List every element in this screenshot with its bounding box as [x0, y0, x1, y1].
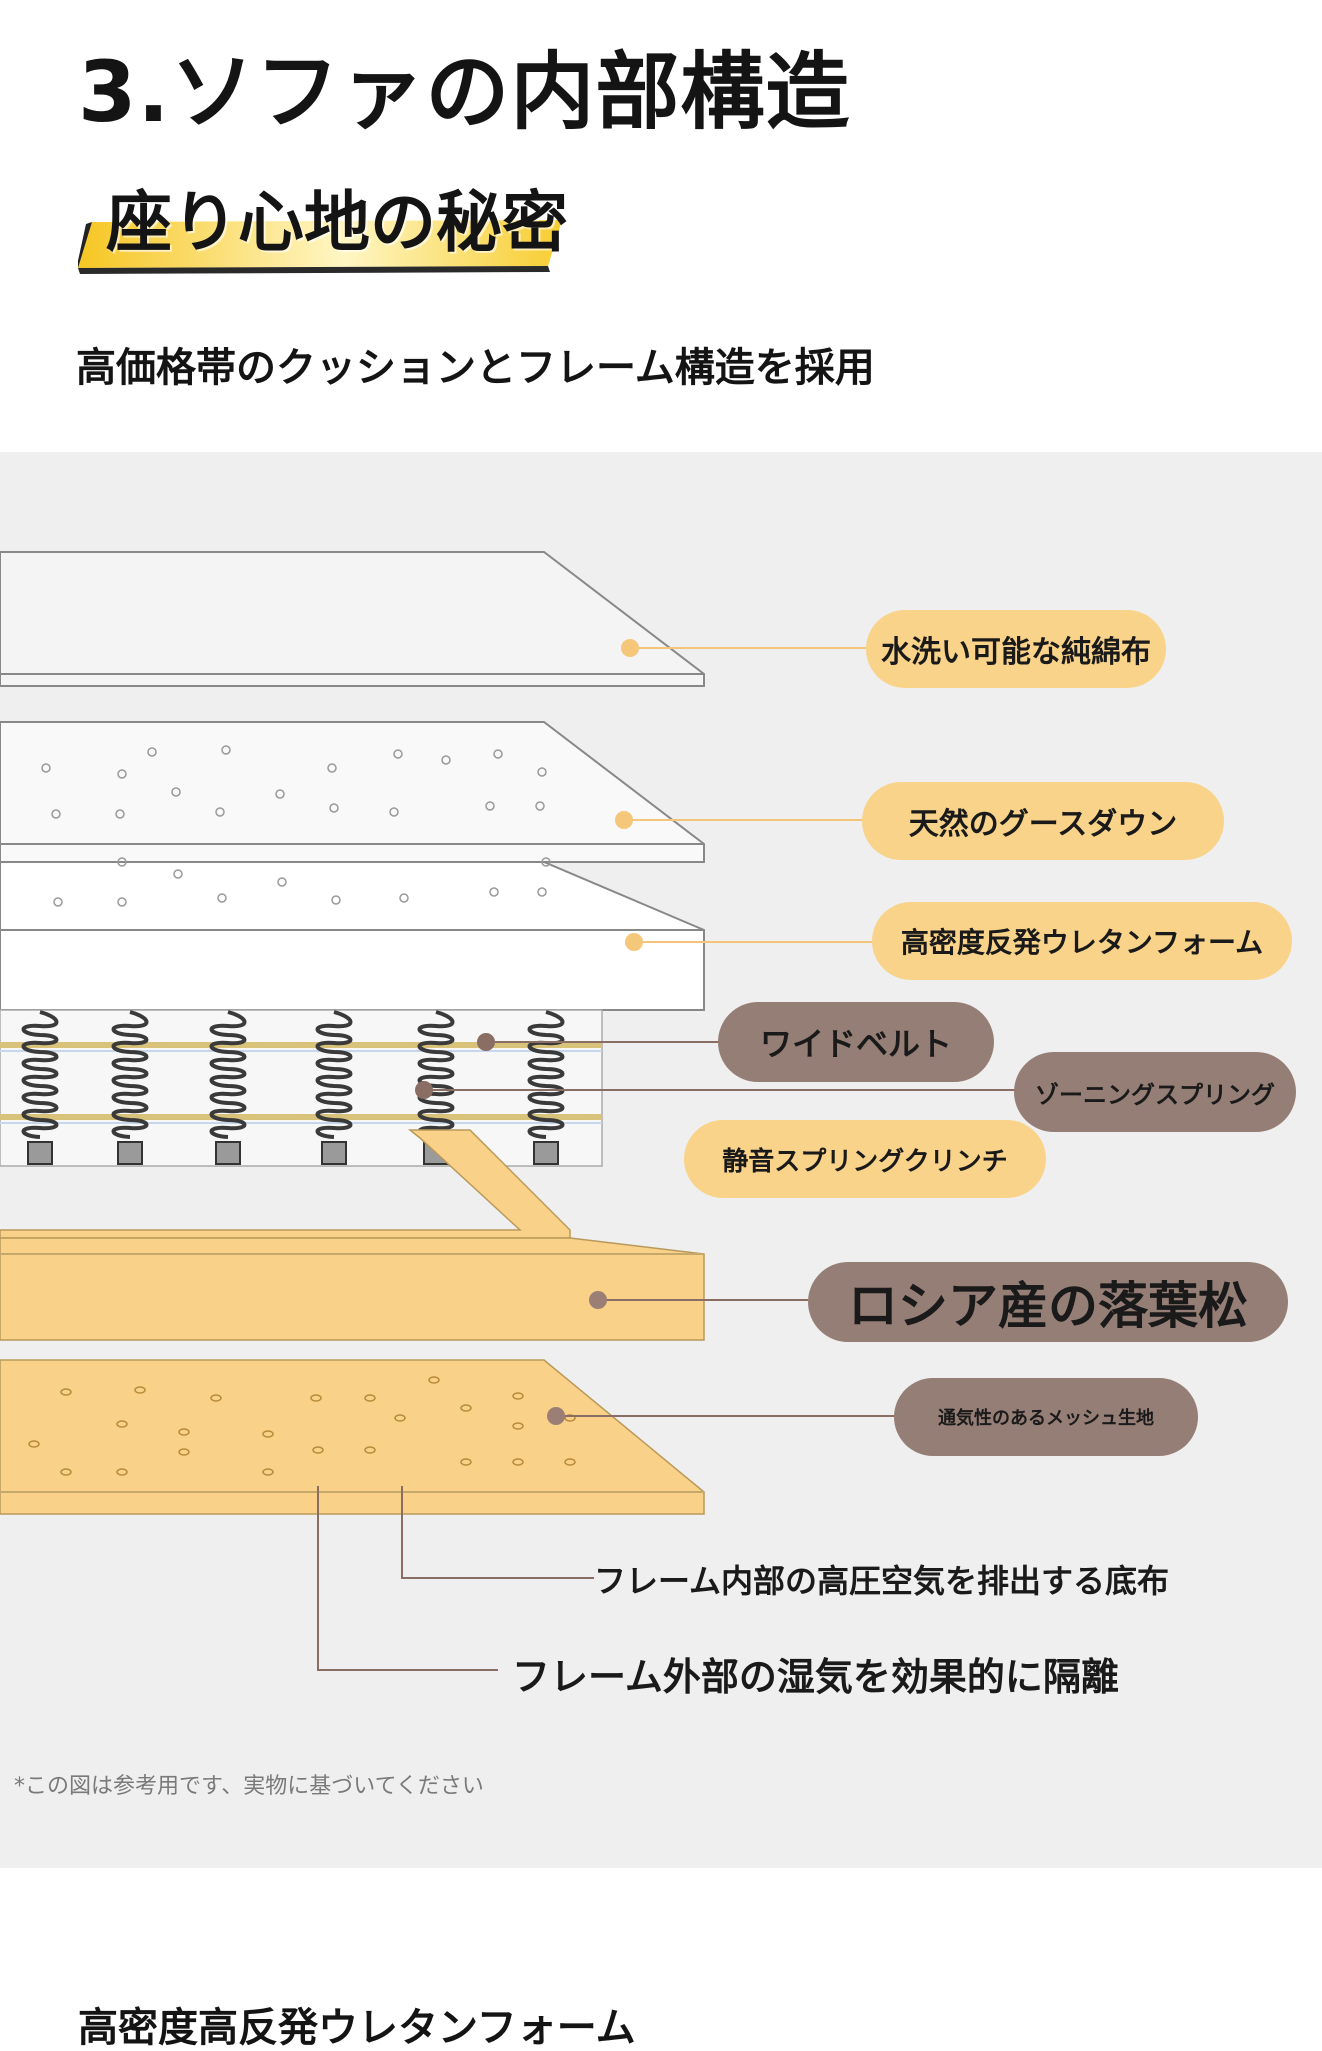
zoning-spring-coil [527, 1010, 565, 1139]
label-wide-belt: ワイドベルト [718, 1002, 994, 1082]
texture-dot [173, 869, 183, 879]
texture-dot [60, 1388, 72, 1396]
texture-dot [493, 749, 503, 759]
texture-dot [262, 1430, 274, 1438]
texture-dot [364, 1394, 376, 1402]
texture-dot [535, 801, 545, 811]
texture-dot [221, 745, 231, 755]
texture-dot [329, 803, 339, 813]
texture-dot [147, 747, 157, 757]
texture-dot [512, 1458, 524, 1466]
texture-dot [134, 1386, 146, 1394]
label-cotton-fabric: 水洗い可能な純綿布 [866, 610, 1166, 688]
texture-dot [441, 755, 451, 765]
texture-dot [537, 887, 547, 897]
texture-dot [117, 897, 127, 907]
texture-dot [275, 789, 285, 799]
texture-dot [53, 897, 63, 907]
page-title: 3.ソファの内部構造 [78, 43, 851, 141]
label-zoning-spring: ゾーニングスプリング [1014, 1052, 1296, 1132]
disclaimer-note: *この図は参考用です、実物に基づいてください [14, 1774, 484, 1799]
texture-dot [277, 877, 287, 887]
label-moisture-isolation: フレーム外部の湿気を効果的に隔離 [512, 1642, 1212, 1704]
goose-down-layer [0, 721, 705, 863]
texture-dot [117, 769, 127, 779]
texture-dot [262, 1468, 274, 1476]
sofa-structure-diagram [0, 551, 1016, 1671]
texture-dot [541, 857, 551, 867]
leader-lines [317, 647, 1016, 1671]
texture-dot [537, 767, 547, 777]
zoning-spring-coil [209, 1010, 247, 1139]
leader-dots [415, 639, 643, 1425]
texture-dot [51, 809, 61, 819]
texture-dot [428, 1376, 440, 1384]
tagline: 高価格帯のクッションとフレーム構造を採用 [76, 345, 875, 391]
texture-dot [28, 1440, 40, 1448]
texture-dot [512, 1392, 524, 1400]
texture-dot [364, 1446, 376, 1454]
larch-frame-layer [0, 1129, 705, 1515]
texture-dot [393, 749, 403, 759]
texture-dot [310, 1394, 322, 1402]
texture-dot [60, 1468, 72, 1476]
texture-dot [41, 763, 51, 773]
texture-dot [389, 807, 399, 817]
texture-dot [117, 857, 127, 867]
texture-dot [116, 1468, 128, 1476]
spring-clinch [215, 1141, 241, 1165]
spring-clinch [117, 1141, 143, 1165]
spring-clinch [27, 1141, 53, 1165]
cotton-fabric-layer [0, 551, 705, 687]
label-goose-down: 天然のグースダウン [862, 782, 1224, 860]
texture-dot [210, 1394, 222, 1402]
texture-dot [399, 893, 409, 903]
label-urethane-foam: 高密度反発ウレタンフォーム [872, 902, 1292, 980]
texture-dot [171, 787, 181, 797]
label-bottom-cloth: フレーム内部の高圧空気を排出する底布 [594, 1548, 1244, 1610]
texture-dot [485, 801, 495, 811]
texture-dot [178, 1428, 190, 1436]
texture-dot [512, 1422, 524, 1430]
subtitle-banner: 座り心地の秘密 [78, 180, 568, 276]
label-mesh-fabric: 通気性のあるメッシュ生地 [894, 1378, 1198, 1456]
texture-dot [460, 1404, 472, 1412]
texture-dot [489, 887, 499, 897]
texture-dot [116, 1420, 128, 1428]
texture-dot [178, 1448, 190, 1456]
texture-dot [331, 895, 341, 905]
texture-dot [215, 807, 225, 817]
section-title: 高密度高反発ウレタンフォーム [78, 2005, 636, 2051]
highlight-stroke-icon [78, 220, 562, 274]
texture-dot [217, 893, 227, 903]
label-russian-larch: ロシア産の落葉松 [808, 1262, 1288, 1342]
texture-dot [460, 1458, 472, 1466]
texture-dot [312, 1446, 324, 1454]
spring-clinch [533, 1141, 559, 1165]
zoning-spring-coil [21, 1010, 59, 1139]
subtitle: 座り心地の秘密 [106, 184, 568, 261]
label-spring-clinch: 静音スプリングクリンチ [684, 1120, 1046, 1198]
texture-dot [564, 1458, 576, 1466]
zoning-spring-coil [417, 1010, 455, 1139]
texture-dot [115, 809, 125, 819]
spring-layer [0, 1009, 603, 1167]
urethane-foam-layer [0, 857, 705, 1011]
texture-dot [394, 1414, 406, 1422]
spring-clinch [321, 1141, 347, 1165]
texture-dot [327, 763, 337, 773]
structure-diagram-panel: 水洗い可能な純綿布 天然のグースダウン 高密度反発ウレタンフォーム ワイドベルト… [0, 452, 1322, 1868]
zoning-spring-coil [111, 1010, 149, 1139]
zoning-spring-coil [315, 1010, 353, 1139]
